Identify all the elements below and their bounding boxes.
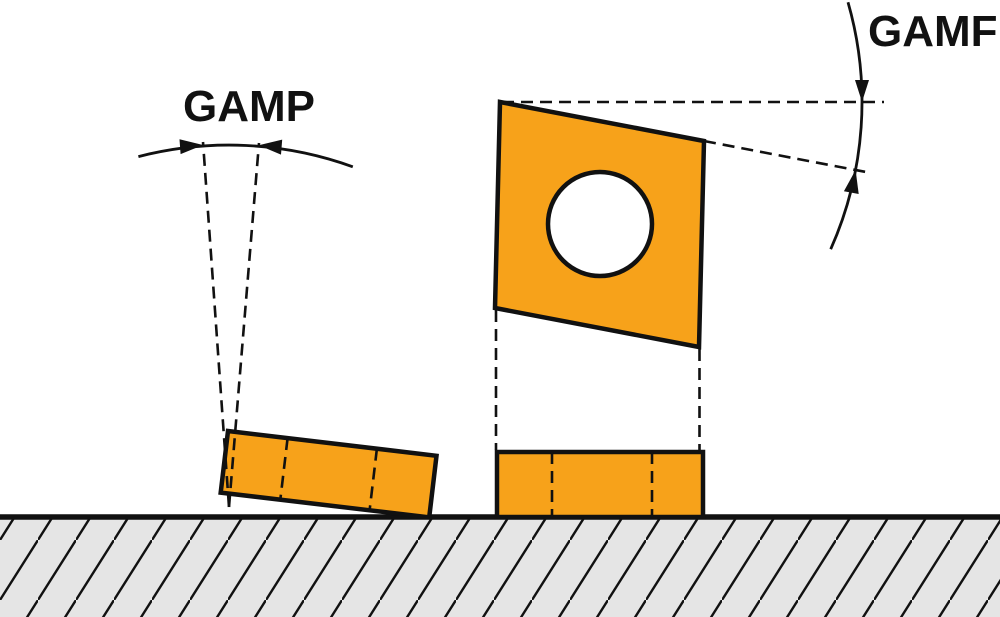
gamf-arrow-top-icon [855, 80, 869, 102]
gamf-angle-group: GAMF [502, 1, 998, 250]
ground-hatching [0, 519, 1000, 617]
gamp-rake-line [227, 142, 261, 508]
seated-insert-hidden-edges [550, 452, 654, 517]
gamp-vertical-reference-line [201, 141, 231, 508]
seated-insert-group [494, 449, 706, 520]
gamp-arrow-right-icon [258, 139, 283, 155]
insert-hole [545, 169, 655, 279]
projection-lines [494, 310, 701, 450]
gamf-rake-face-extension-line [703, 139, 867, 174]
gamf-angle-arc [829, 1, 864, 250]
gamp-label: GAMP [183, 82, 315, 131]
gamp-arrow-left-icon [179, 139, 203, 155]
gamp-angle-arc [138, 143, 354, 169]
seated-insert-side-view [494, 449, 706, 520]
ground [0, 514, 1000, 617]
tilted-insert-hidden-edges [279, 437, 379, 511]
insert-front-view-group [492, 99, 707, 350]
gamf-arrow-bottom-icon [843, 170, 859, 194]
tilted-insert-side-view [218, 428, 439, 520]
gamp-angle-group: GAMP [138, 82, 354, 508]
tilted-insert-group [218, 428, 439, 520]
gamf-label: GAMF [868, 7, 998, 56]
